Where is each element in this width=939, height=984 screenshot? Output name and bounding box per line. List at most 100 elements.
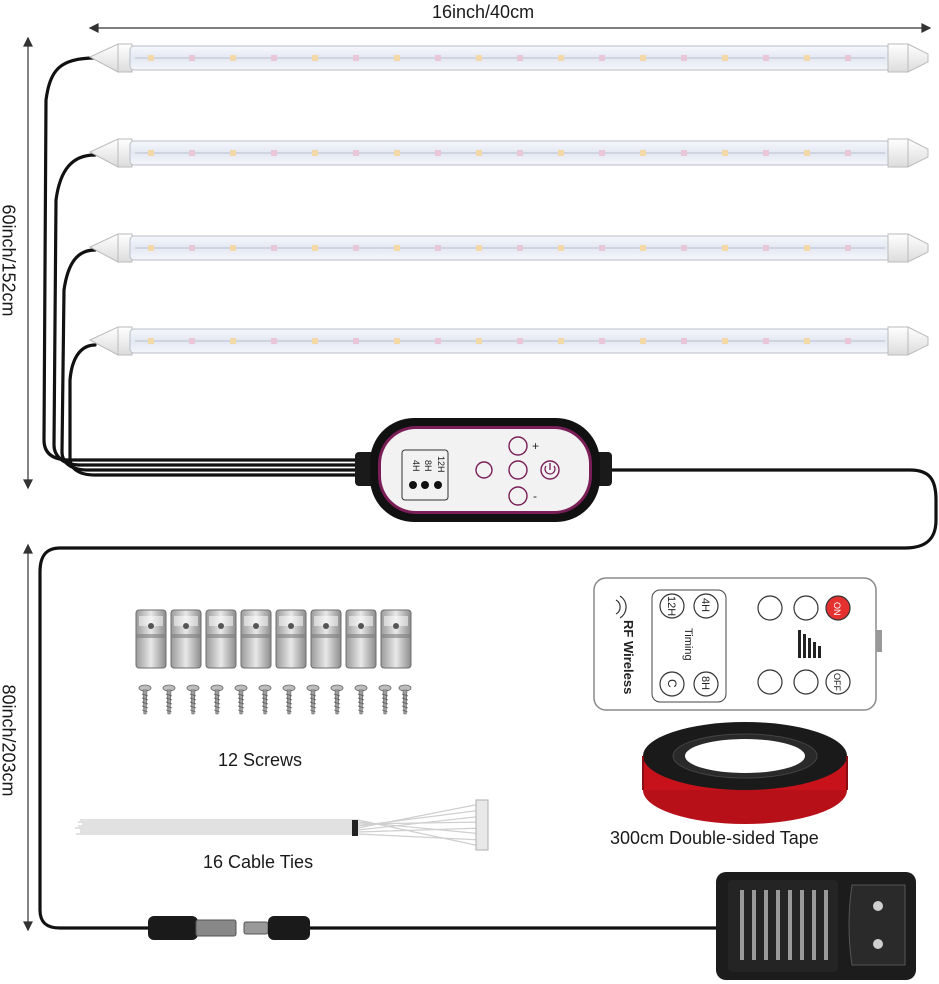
led-tube-1 [88, 43, 929, 73]
led-tube-3 [88, 233, 929, 263]
led-chip [599, 150, 605, 156]
timer-8h-label: 8H [423, 460, 433, 472]
dc-connectors [148, 916, 310, 940]
brightness-up-icon [508, 436, 528, 456]
led-chip [517, 338, 523, 344]
led-chip [476, 245, 482, 251]
led-chip [230, 338, 236, 344]
remote-spectrum-button [757, 669, 783, 695]
remote-4h-text: 4H [699, 598, 711, 612]
led-chip [312, 150, 318, 156]
remote-c-text: C [665, 679, 679, 688]
led-chip [763, 245, 769, 251]
cable-dimension-label: 80inch/203cm [0, 684, 19, 797]
led-chip [558, 55, 564, 61]
remote-c-button [659, 671, 685, 697]
remote-labels: RF Wireless 12H 4H Timing C 8H ON OFF [621, 596, 842, 694]
led-chip [148, 55, 154, 61]
led-chip [599, 245, 605, 251]
screws [138, 684, 412, 715]
led-chip [394, 338, 400, 344]
led-chip [435, 150, 441, 156]
led-chip [558, 245, 564, 251]
remote-4h-button [693, 593, 719, 619]
inline-controller [355, 418, 612, 522]
led-chip [148, 150, 154, 156]
remote-cycle-button [757, 595, 783, 621]
remote-off-text: OFF [832, 673, 842, 691]
led-chip [763, 338, 769, 344]
led-chip [558, 150, 564, 156]
led-chip [230, 245, 236, 251]
led-chip [681, 150, 687, 156]
remote-on-text: ON [832, 602, 842, 616]
led-chip [722, 245, 728, 251]
led-chip [558, 338, 564, 344]
remote-timing-text: Timing [682, 628, 694, 661]
led-chip [435, 55, 441, 61]
cycle-icon [508, 460, 528, 480]
led-chip [476, 338, 482, 344]
led-chip [640, 55, 646, 61]
led-chip [271, 338, 277, 344]
mode-icon [475, 461, 493, 479]
led-chip [230, 150, 236, 156]
led-chip [353, 245, 359, 251]
led-chip [640, 338, 646, 344]
minus-label: - [533, 489, 537, 503]
led-chip [435, 338, 441, 344]
led-tube-2 [88, 138, 929, 168]
led-chip [271, 245, 277, 251]
plus-label: + [532, 439, 539, 453]
led-chip [517, 55, 523, 61]
height-dimension-label: 60inch/152cm [0, 204, 19, 317]
cable-ties [75, 799, 489, 851]
tape-label: 300cm Double-sided Tape [610, 828, 819, 848]
led-chip [312, 55, 318, 61]
led-tube-4 [88, 326, 929, 356]
remote-brand-text: RF Wireless [621, 620, 636, 694]
controller-labels: 4H 8H 12H + - [411, 439, 539, 503]
led-chip [681, 55, 687, 61]
led-chip [394, 245, 400, 251]
led-chip [722, 55, 728, 61]
led-chip [845, 55, 851, 61]
led-chip [845, 245, 851, 251]
led-chip [722, 338, 728, 344]
remote-8h-text: 8H [699, 676, 711, 690]
led-chip [189, 150, 195, 156]
led-chip [845, 150, 851, 156]
led-chip [763, 55, 769, 61]
remote-light-button [793, 669, 819, 695]
power-icon [540, 460, 560, 480]
led-chip [804, 150, 810, 156]
led-chips [148, 55, 851, 344]
led-chip [394, 150, 400, 156]
led-chip [148, 338, 154, 344]
led-chip [189, 55, 195, 61]
remote-on-button [825, 595, 851, 621]
mounting-clips [135, 609, 412, 669]
led-chip [353, 55, 359, 61]
power-adapter [716, 872, 916, 980]
led-chip [394, 55, 400, 61]
led-chip [271, 55, 277, 61]
led-chip [640, 150, 646, 156]
remote-8h-button [693, 671, 719, 697]
width-dimension-label: 16inch/40cm [432, 2, 535, 22]
led-chip [476, 55, 482, 61]
led-chip [353, 338, 359, 344]
led-chip [189, 338, 195, 344]
led-chip [148, 245, 154, 251]
cables [38, 56, 938, 930]
brightness-down-icon [508, 486, 528, 506]
dimension-lines [23, 23, 932, 932]
led-chip [517, 150, 523, 156]
remote-12h-button [659, 593, 685, 619]
led-chip [230, 55, 236, 61]
tape-roll [642, 722, 848, 824]
led-chip [435, 245, 441, 251]
signal-bars-icon [798, 630, 821, 658]
